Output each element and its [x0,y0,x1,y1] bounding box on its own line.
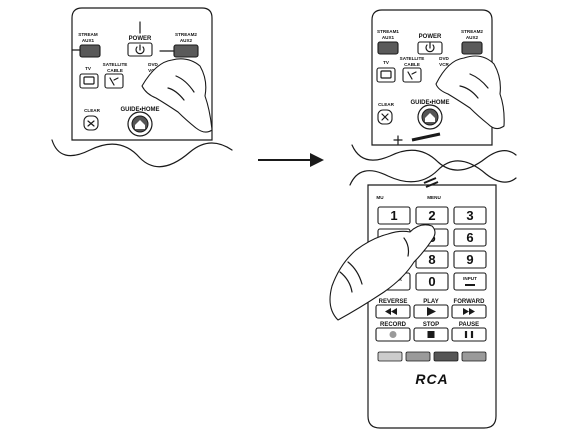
digit-key-label: 3 [466,208,473,223]
right-clear-label: CLEAR [378,102,395,107]
right-stream1-label: STREAM1 [377,29,399,34]
right-tv-label: TV [383,60,390,65]
pause-button[interactable] [451,327,487,342]
right-clear-icon [381,113,389,121]
right-stream1-sub-label: AUX1 [382,35,395,40]
left-satellite-icon [109,77,119,86]
transport-label-forward: FORWARD [454,299,486,305]
right-bottom-hand-creases [339,237,410,293]
right-volume-rocker [411,132,441,142]
right-arrow [258,153,324,167]
digit-key-1[interactable] [377,206,411,225]
right-stream2-label: STREAM2 [461,29,483,34]
color-key-4[interactable] [461,351,487,362]
left-hand [141,58,213,133]
digit-key-label: 2 [428,208,435,223]
record-icon [389,331,397,338]
digit-key-label: 0 [428,274,435,289]
left-satellite-label: SATELLITE [103,62,128,67]
left-power-label: POWER [129,36,152,42]
right-tv-button[interactable] [376,67,396,83]
transport-label-record: RECORD [380,322,407,328]
left-dvd-label: DVD [148,62,158,67]
digit-key-label: 1 [390,208,397,223]
digit-key-input[interactable] [453,272,487,291]
right-top-hand [435,55,505,130]
right-power-icon [425,42,435,53]
right-top-hand-creases [459,73,489,99]
right-vcr-label: VCR [439,62,449,67]
digit-key-label: 9 [466,252,473,267]
right-satellite-sub-label: CABLE [404,62,420,67]
left-satellite-button[interactable] [104,73,124,89]
transport-label-stop: STOP [423,322,439,328]
right-guide-home-label: GUIDE•HOME [410,100,449,106]
left-remote: STREAM AUX1 POWER STREAM2 AUX2 TV SATELL… [51,7,233,168]
left-clear-icon [87,120,95,127]
left-home-icon [135,120,145,129]
left-hand-creases [167,75,195,101]
left-remote-cut-line [51,139,233,168]
color-key-2[interactable] [405,351,431,362]
right-remote-bottom: MU MENU 1234567890ENTERINPUT REVERSEPLAY… [329,160,517,429]
right-remote-bottom-cut-line [349,160,517,186]
pause-icon [464,331,474,338]
right-stream2-sub-label: AUX2 [466,35,479,40]
color-key-3[interactable] [433,351,459,362]
right-stream1-button[interactable] [377,41,399,55]
right-remote-top-cut-line [351,144,517,171]
digit-key-9[interactable] [453,250,487,269]
right-home-icon [425,113,435,122]
left-stream2-sub-label: AUX2 [180,38,193,43]
stop-icon [427,331,435,338]
digit-key-0[interactable] [415,272,449,291]
digit-key-2[interactable] [415,206,449,225]
left-tv-label: TV [85,66,92,71]
right-stream2-button[interactable] [461,41,483,55]
left-stream1-sub-label: AUX1 [82,38,95,43]
right-satellite-label: SATELLITE [400,56,425,61]
right-dvd-label: DVD [439,56,449,61]
right-plus-icon [393,135,403,145]
rewind-icon [385,308,397,315]
digit-key-label: 6 [466,230,473,245]
menu-fragment-marks [423,177,439,188]
left-satellite-sub-label: CABLE [107,68,123,73]
left-tv-button[interactable] [79,73,99,89]
left-stream1-button[interactable] [79,44,101,58]
transport-label-play: PLAY [423,299,438,305]
rca-logo: RCA [415,371,448,387]
digit-key-label: 8 [428,252,435,267]
input-key-label: INPUT [463,276,477,281]
left-guide-home-label: GUIDE•HOME [120,107,159,113]
transport-label-pause: PAUSE [459,322,479,328]
right-satellite-button[interactable] [402,67,422,83]
left-stream2-button[interactable] [173,44,199,58]
transport-controls: REVERSE PLAY FORWARD RECORD STOP PAUSE [375,299,487,342]
left-stream2-label: STREAM2 [175,32,197,37]
digit-key-6[interactable] [453,228,487,247]
left-tv-icon [83,76,95,85]
left-clear-label: CLEAR [84,108,101,113]
right-tv-icon [380,70,392,79]
left-stream1-label: STREAM [78,32,98,37]
mute-fragment-label: MU [376,195,384,200]
color-keys [377,351,487,362]
digit-key-3[interactable] [453,206,487,225]
right-remote-top: STREAM1 AUX1 POWER STREAM2 AUX2 TV SATEL… [351,9,517,171]
transport-label-reverse: REVERSE [379,299,408,305]
right-satellite-icon [407,71,417,80]
menu-fragment-label: MENU [427,195,441,200]
play-icon [427,307,436,316]
left-power-icon [135,44,145,55]
fast-forward-icon [463,308,475,315]
color-key-1[interactable] [377,351,403,362]
right-power-label: POWER [419,34,442,40]
